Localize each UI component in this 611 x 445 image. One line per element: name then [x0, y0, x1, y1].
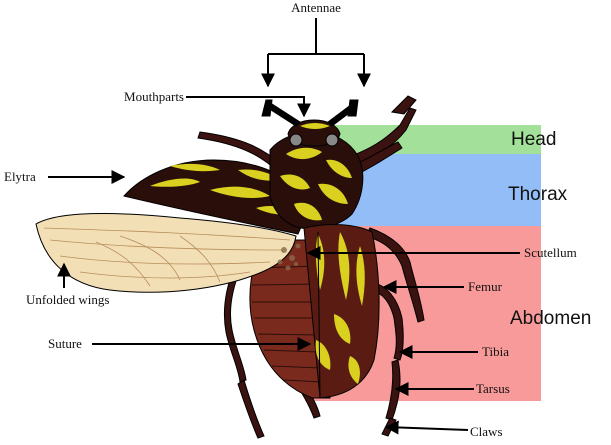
label-scutellum: Scutellum	[524, 245, 577, 260]
label-mouthparts: Mouthparts	[124, 89, 184, 104]
annotation-lines	[48, 18, 520, 435]
scutellum-hairs	[277, 243, 301, 271]
label-antennae: Antennae	[291, 0, 341, 15]
elytron-closed	[303, 224, 380, 399]
label-tibia: Tibia	[482, 344, 509, 359]
region-label-thorax: Thorax	[508, 184, 568, 205]
label-suture: Suture	[48, 336, 82, 351]
label-elytra: Elytra	[4, 169, 36, 184]
unfolded-wing	[35, 212, 297, 293]
beetle-head	[287, 119, 341, 147]
beetle-thorax	[269, 131, 364, 229]
label-unfolded-wings: Unfolded wings	[26, 292, 109, 307]
beetle-antennae	[261, 99, 359, 127]
region-label-head: Head	[511, 129, 556, 150]
label-femur: Femur	[468, 279, 503, 294]
label-tarsus: Tarsus	[476, 381, 510, 396]
region-label-abdomen: Abdomen	[510, 308, 591, 329]
label-claws: Claws	[470, 424, 503, 439]
